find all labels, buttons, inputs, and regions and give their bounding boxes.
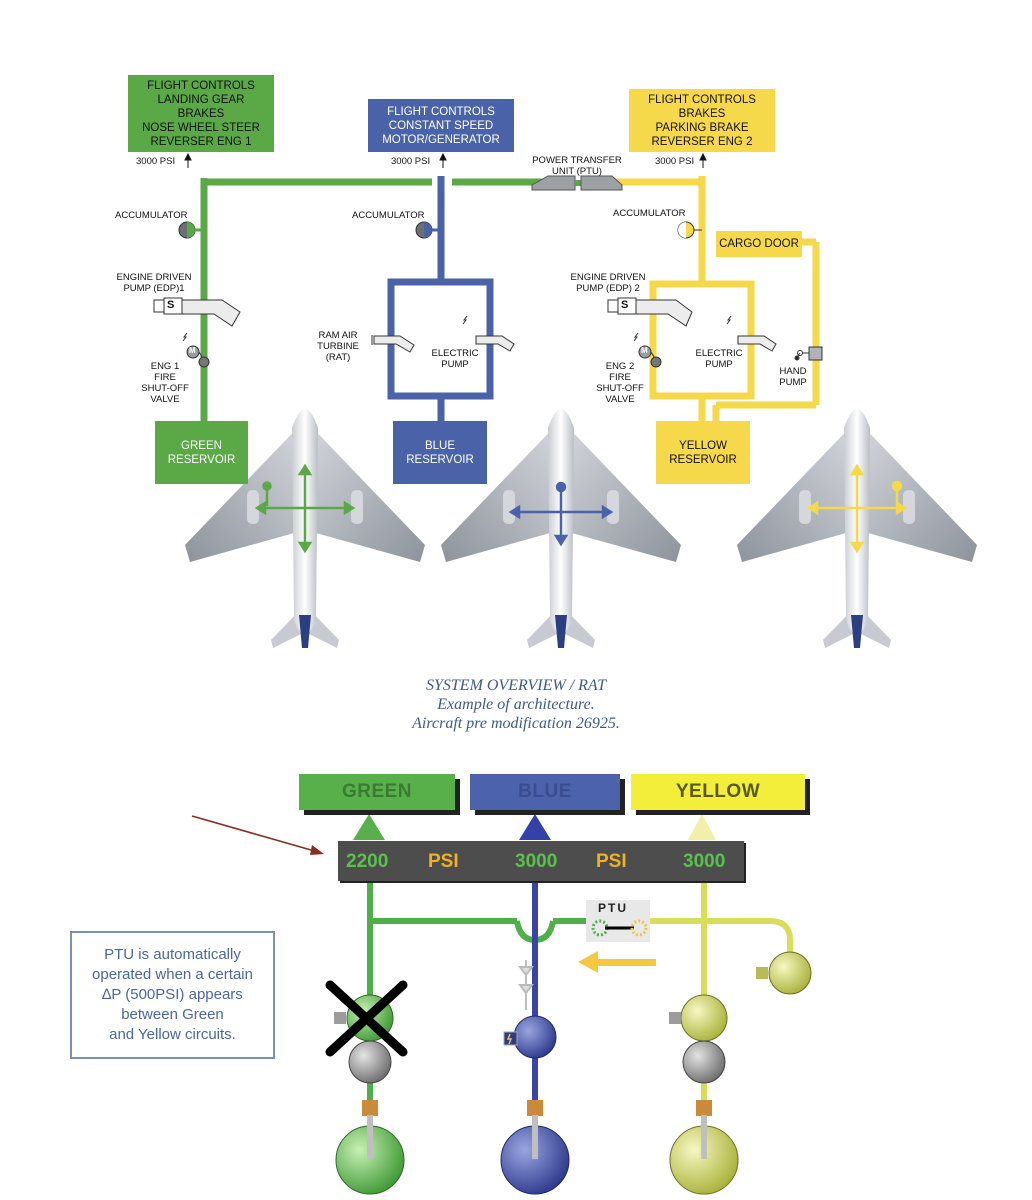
yellow-electric-pump-icon: [726, 315, 777, 352]
blue-accumulator-label: ACCUMULATOR: [352, 210, 425, 221]
blue-reservoir-box: BLUE RESERVOIR: [393, 421, 487, 484]
green-accumulator-label: ACCUMULATOR: [115, 210, 188, 221]
green-pump-failed-x-icon: [325, 980, 408, 1057]
blue-flow-triangle: [519, 814, 551, 840]
edp1-s-symbol: S: [167, 299, 175, 311]
pressure-arrows: [184, 152, 707, 168]
blue-users-box: FLIGHT CONTROLS CONSTANT SPEED MOTOR/GEN…: [368, 99, 514, 152]
rat-icon: [371, 335, 415, 353]
pointer-arrow: [191, 815, 324, 855]
green-reservoir-icon: [335, 1100, 405, 1195]
yellow-flow-triangle: [688, 814, 716, 840]
caption-line-2: Example of architecture.: [437, 696, 595, 713]
aircraft-blue-icon: [441, 409, 681, 648]
green-reservoir-box: GREEN RESERVOIR: [155, 421, 248, 484]
psi-unit-2: PSI: [596, 851, 627, 872]
ptu-symbol: [531, 175, 623, 191]
ptu-label: POWER TRANSFER UNIT (PTU): [532, 155, 622, 177]
yellow-accumulator-label: ACCUMULATOR: [613, 208, 686, 219]
hand-pump-icon: [794, 346, 823, 361]
blue-electric-pump-icon: [462, 315, 515, 352]
accumulator-yellow-icon: [677, 221, 702, 239]
eng2-motor-m-symbol: M: [641, 346, 648, 355]
accumulator-blue-icon: [415, 221, 441, 239]
eng1-motor-m-symbol: M: [189, 346, 196, 355]
eng2-fire-valve-icon: [633, 332, 662, 368]
cargo-door-box: CARGO DOOR: [716, 231, 802, 257]
aircraft-yellow-icon: [737, 409, 977, 648]
ptu-note-box: PTU is automatically operated when a cer…: [70, 931, 275, 1059]
ecam-yellow-header: YELLOW: [631, 774, 805, 810]
yellow-electric-pump-ecam-icon: [756, 951, 812, 995]
ecam-ptu-label: PTU: [598, 901, 628, 915]
edp1-label: ENGINE DRIVEN PUMP (EDP)1: [116, 272, 192, 294]
ecam-green-line: [367, 881, 590, 1135]
green-users-box: FLIGHT CONTROLS LANDING GEAR BRAKES NOSE…: [128, 75, 274, 152]
edp2-icon: [607, 297, 693, 327]
aircraft-green-icon: [185, 409, 425, 648]
caption-line-3: Aircraft pre modification 26925.: [412, 715, 620, 732]
eng1-fire-valve-icon: [182, 332, 210, 368]
blue-electric-pump-label: ELECTRIC PUMP: [431, 348, 479, 370]
figure-caption: SYSTEM OVERVIEW / RAT Example of archite…: [0, 676, 1032, 733]
eng1-fire-valve-label: ENG 1 FIRE SHUT-OFF VALVE: [141, 361, 189, 405]
ptu-indicator: [586, 900, 650, 942]
ptu-flow-arrow: [578, 951, 656, 973]
rat-label: RAM AIR TURBINE (RAT): [317, 330, 359, 363]
ecam-psi-bar: [338, 841, 744, 881]
yellow-users-box: FLIGHT CONTROLS BRAKES PARKING BRAKE REV…: [629, 89, 775, 152]
green-flow-triangle: [353, 814, 385, 840]
edp2-label: ENGINE DRIVEN PUMP (EDP) 2: [570, 272, 646, 294]
accumulator-green-icon: [178, 221, 204, 239]
eng2-fire-valve-label: ENG 2 FIRE SHUT-OFF VALVE: [596, 361, 644, 405]
edp2-s-symbol: S: [621, 299, 629, 311]
edp1-icon: [153, 297, 241, 327]
yellow-pressure-label: 3000 PSI: [655, 156, 695, 167]
yellow-reservoir-icon: [669, 1100, 739, 1195]
blue-psi-value: 3000: [515, 851, 558, 872]
ecam-rat-icon: [518, 960, 534, 1010]
yellow-psi-value: 3000: [683, 851, 726, 872]
yellow-reservoir-box: YELLOW RESERVOIR: [656, 421, 750, 484]
yellow-electric-pump-label: ELECTRIC PUMP: [695, 348, 743, 370]
psi-unit-1: PSI: [428, 851, 459, 872]
blue-electric-pump-ecam-icon: [503, 1015, 557, 1059]
blue-reservoir-icon: [500, 1100, 570, 1195]
ecam-green-header: GREEN: [299, 774, 455, 810]
hand-pump-label: HAND PUMP: [779, 366, 807, 388]
caption-line-1: SYSTEM OVERVIEW / RAT: [426, 677, 606, 694]
green-pressure-label: 3000 PSI: [136, 156, 176, 167]
blue-pressure-label: 3000 PSI: [391, 156, 431, 167]
yellow-edp-icon: [669, 994, 728, 1084]
ecam-blue-header: BLUE: [470, 774, 620, 810]
green-psi-value: 2200: [346, 851, 389, 872]
